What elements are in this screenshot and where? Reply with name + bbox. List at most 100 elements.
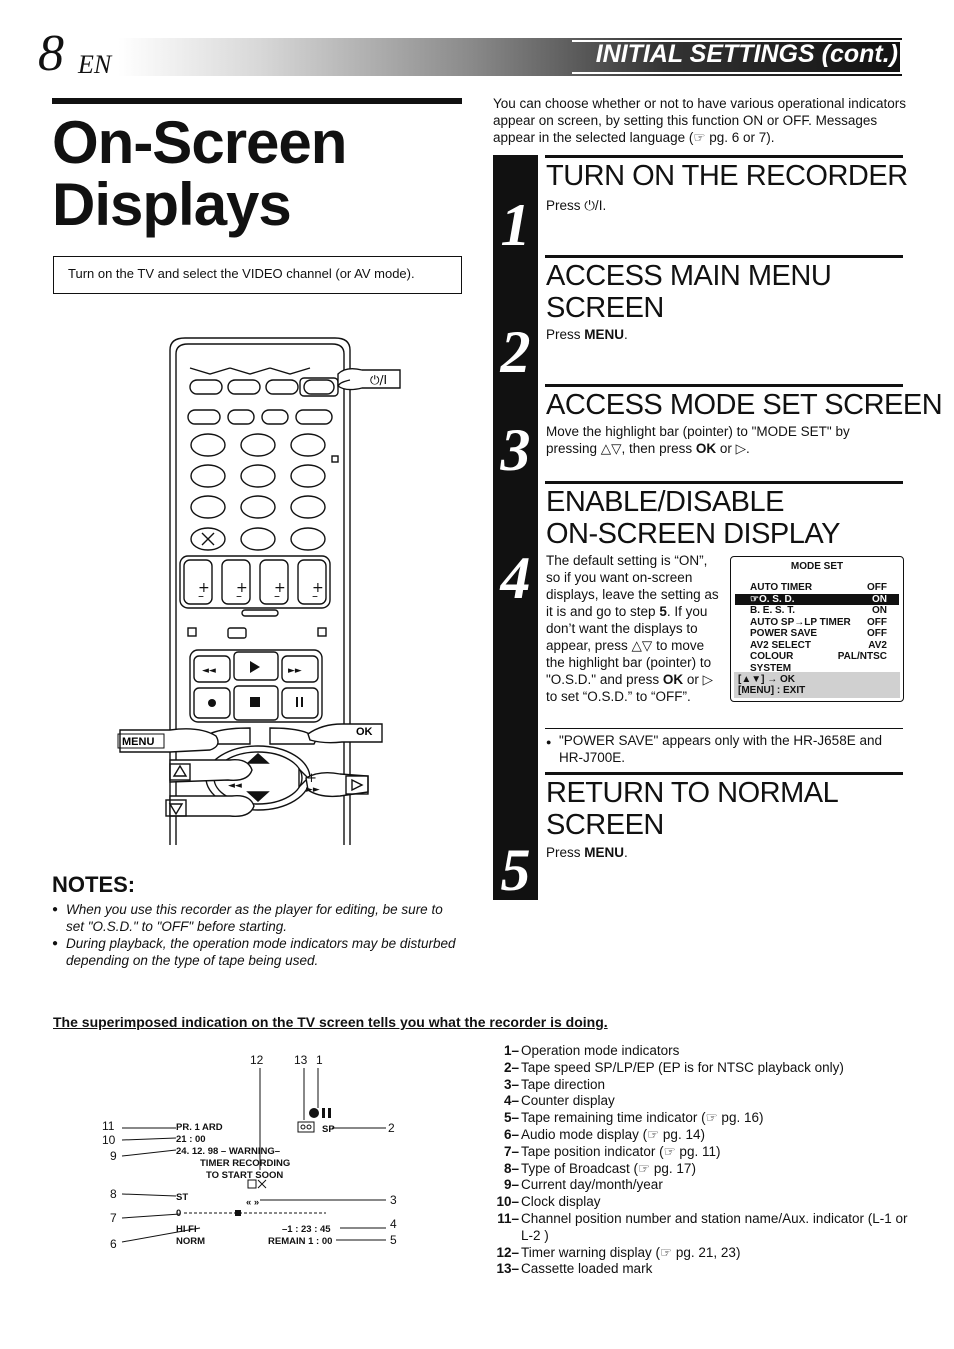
power-save-note: "POWER SAVE" appears only with the HR-J6…	[546, 732, 904, 766]
osd-row-value: OFF	[867, 616, 887, 628]
svg-text:–: –	[274, 589, 280, 603]
legend-item: 9–Current day/month/year	[493, 1177, 913, 1194]
step-number-bar	[493, 155, 538, 900]
mode-set-title: MODE SET	[790, 561, 844, 572]
legend-item: 7–Tape position indicator (☞ pg. 11)	[493, 1144, 913, 1161]
page-title-line1: On-Screen	[52, 109, 347, 176]
legend-number: 9–	[503, 1177, 519, 1193]
legend-text: Cassette loaded mark	[521, 1261, 653, 1277]
step-4-heading: ENABLE/DISABLE ON-SCREEN DISPLAY	[546, 486, 840, 550]
step-4-body-text-b: . If you don’t want the displays to appe…	[546, 604, 712, 687]
osd-row-label: POWER SAVE	[750, 628, 818, 639]
legend-text: Audio mode display (☞ pg. 14)	[521, 1126, 705, 1142]
step-2-body-end: .	[624, 327, 628, 342]
legend-number: 12–	[496, 1244, 519, 1260]
callout-2: 2	[388, 1121, 395, 1135]
remote-body	[169, 337, 351, 845]
step-4-rule	[545, 481, 903, 484]
legend-item: 6–Audio mode display (☞ pg. 14)	[493, 1127, 913, 1144]
legend-number: 6–	[503, 1126, 519, 1142]
callout-6: 6	[110, 1237, 117, 1251]
osd-clock: 21 : 00	[176, 1134, 206, 1145]
notes-heading: NOTES:	[52, 872, 136, 897]
legend-text: Channel position number and station name…	[521, 1210, 908, 1243]
timer-icon	[247, 1179, 257, 1189]
legend-number: 7–	[503, 1143, 519, 1159]
ok-label: OK	[356, 726, 373, 738]
power-label: ⏻/I	[370, 373, 387, 387]
callout-5: 5	[390, 1233, 397, 1247]
tv-note-box: Turn on the TV and select the VIDEO chan…	[53, 256, 462, 294]
step-4-body: The default setting is “ON”, so if you w…	[546, 552, 724, 705]
svg-text:–: –	[236, 589, 242, 603]
legend-number: 3–	[503, 1076, 519, 1092]
osd-row-label: O. S. D.	[758, 593, 795, 605]
svg-text:◄◄: ◄◄	[228, 781, 242, 791]
osd-row: B. E. S. T. ON	[735, 605, 899, 617]
legend-item: 3–Tape direction	[493, 1077, 913, 1094]
step-1-heading: TURN ON THE RECORDER	[546, 160, 908, 192]
header-box	[572, 40, 902, 74]
step-4-body-text-a: The default setting is “ON”, so if you w…	[546, 553, 719, 619]
note-item: During playback, the operation mode indi…	[52, 935, 462, 969]
osd-row-value: OFF	[867, 582, 887, 593]
note-item: When you use this recorder as the player…	[52, 901, 462, 935]
legend-item: 4–Counter display	[493, 1093, 913, 1110]
step-5-body: Press MENU.	[546, 844, 628, 861]
step-5-heading-line2: SCREEN	[546, 809, 664, 841]
remote-control-illustration: · ◄◄►► ++++ –––– + ►► ◄◄ MENU OK ⏻/I	[117, 337, 401, 845]
legend-number: 13–	[496, 1261, 519, 1277]
osd-footer: [▲▼] → OK [MENU] : EXIT	[734, 672, 900, 698]
divider	[545, 728, 903, 729]
callout-10: 10	[102, 1133, 116, 1147]
legend-text: Timer warning display (☞ pg. 21, 23)	[521, 1244, 741, 1260]
step-4-body-key: OK	[662, 672, 684, 687]
bottom-heading: The superimposed indication on the TV sc…	[53, 1014, 608, 1030]
header-bar	[118, 38, 902, 76]
callout-9: 9	[110, 1149, 117, 1163]
osd-row-label: COLOUR SYSTEM	[750, 651, 794, 674]
legend-number: 11–	[497, 1210, 519, 1226]
page-lang: EN	[78, 50, 112, 79]
legend-text: Tape remaining time indicator (☞ pg. 16)	[521, 1110, 764, 1126]
callout-4: 4	[390, 1217, 397, 1231]
callout-1: 1	[316, 1053, 323, 1067]
svg-text:+: +	[312, 580, 324, 596]
step-2-rule	[545, 255, 903, 258]
callout-7: 7	[110, 1211, 117, 1225]
legend-item: 8–Type of Broadcast (☞ pg. 17)	[493, 1161, 913, 1178]
legend-number: 10–	[496, 1194, 519, 1210]
legend-item: 12–Timer warning display (☞ pg. 21, 23)	[493, 1245, 913, 1262]
step-4-number: 4	[500, 545, 531, 611]
osd-channel: PR. 1 ARD	[176, 1122, 223, 1133]
step-5-body-text: Press	[546, 845, 585, 860]
osd-tape-direction: « »	[246, 1197, 259, 1208]
osd-row-label: B. E. S. T.	[750, 605, 796, 616]
svg-text:►►: ►►	[288, 666, 302, 676]
menu-label: MENU	[122, 736, 154, 748]
tv-screen-diagram: PR. 1 ARD 21 : 00 24. 12. 98 – WARNING– …	[102, 1053, 397, 1251]
osd-row-value: AV2	[868, 639, 887, 651]
legend-number: 8–	[503, 1160, 519, 1176]
callout-8: 8	[110, 1187, 117, 1201]
osd-timer-recording: TIMER RECORDING	[200, 1158, 290, 1169]
svg-text:–: –	[312, 589, 318, 603]
osd-remain: REMAIN 1 : 00	[268, 1236, 332, 1247]
step-3-body-end: or ▷.	[716, 441, 750, 456]
step-4-heading-line2: ON-SCREEN DISPLAY	[546, 518, 840, 550]
osd-hifi: HI FI	[176, 1224, 197, 1235]
legend-number: 4–	[503, 1093, 519, 1109]
step-2-body-text: Press	[546, 327, 585, 342]
osd-start-soon: TO START SOON	[206, 1170, 283, 1181]
legend-number: 2–	[503, 1059, 519, 1075]
legend-item: 11–Channel position number and station n…	[493, 1211, 913, 1245]
step-5-heading: RETURN TO NORMAL SCREEN	[546, 777, 839, 841]
step-2-heading-line2: SCREEN	[546, 292, 664, 324]
osd-row-value: ON	[872, 605, 887, 616]
section-title: INITIAL SETTINGS (cont.)	[595, 40, 898, 68]
svg-text:+: +	[306, 771, 317, 786]
